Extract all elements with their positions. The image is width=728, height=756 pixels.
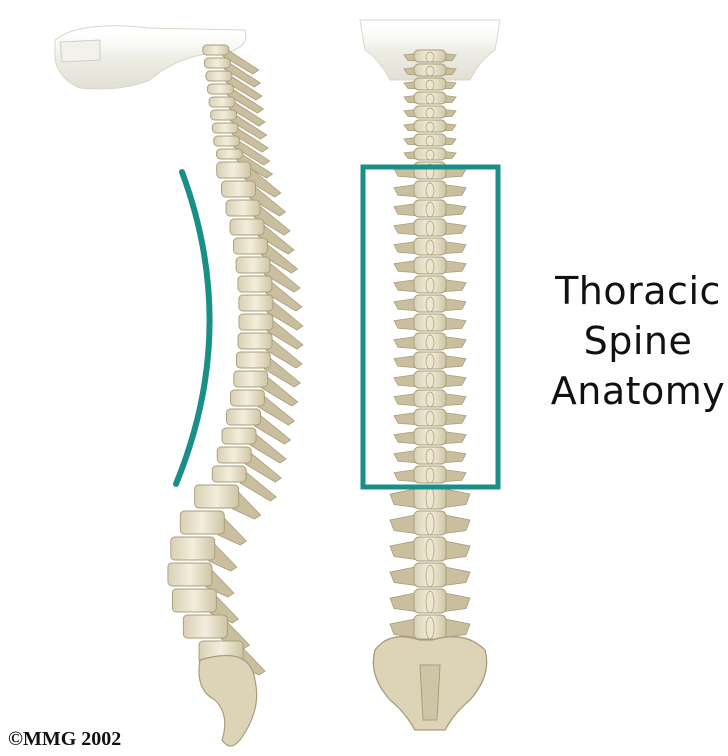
vertebra-back xyxy=(390,563,470,587)
vertebra-back xyxy=(404,92,456,104)
vertebra-back xyxy=(404,120,456,132)
vertebra-back xyxy=(394,200,466,217)
side-view-spine xyxy=(55,26,303,746)
vertebra-back xyxy=(404,148,456,160)
diagram-title: Thoracic Spine Anatomy xyxy=(548,266,728,416)
vertebra-back xyxy=(394,181,466,198)
posterior-vertebrae xyxy=(390,50,470,639)
vertebra-back xyxy=(394,257,466,274)
lateral-vertebrae xyxy=(168,45,303,675)
vertebra-back xyxy=(394,238,466,255)
vertebra-back xyxy=(390,511,470,535)
vertebra-back xyxy=(390,537,470,561)
thoracic-curve-arc xyxy=(176,172,210,484)
vertebra-back xyxy=(394,428,466,445)
vertebra-back xyxy=(394,371,466,388)
vertebra-back xyxy=(394,295,466,312)
vertebra-back xyxy=(404,106,456,118)
vertebra-back xyxy=(394,333,466,350)
vertebra-back xyxy=(394,390,466,407)
vertebra-back xyxy=(394,314,466,331)
vertebra-back xyxy=(394,276,466,293)
sacrum-side xyxy=(199,656,257,747)
vertebra-back xyxy=(394,409,466,426)
vertebra-back xyxy=(404,134,456,146)
title-line-3: Anatomy xyxy=(548,366,728,416)
vertebra-back xyxy=(394,352,466,369)
vertebra-back xyxy=(394,447,466,464)
copyright-notice: ©MMG 2002 xyxy=(8,728,121,751)
vertebra-back xyxy=(394,466,466,483)
vertebra-back xyxy=(390,589,470,613)
vertebra-back xyxy=(390,615,470,639)
back-view-spine xyxy=(360,20,500,730)
vertebra-back xyxy=(394,219,466,236)
title-line-2: Spine xyxy=(548,316,728,366)
title-line-1: Thoracic xyxy=(548,266,728,316)
